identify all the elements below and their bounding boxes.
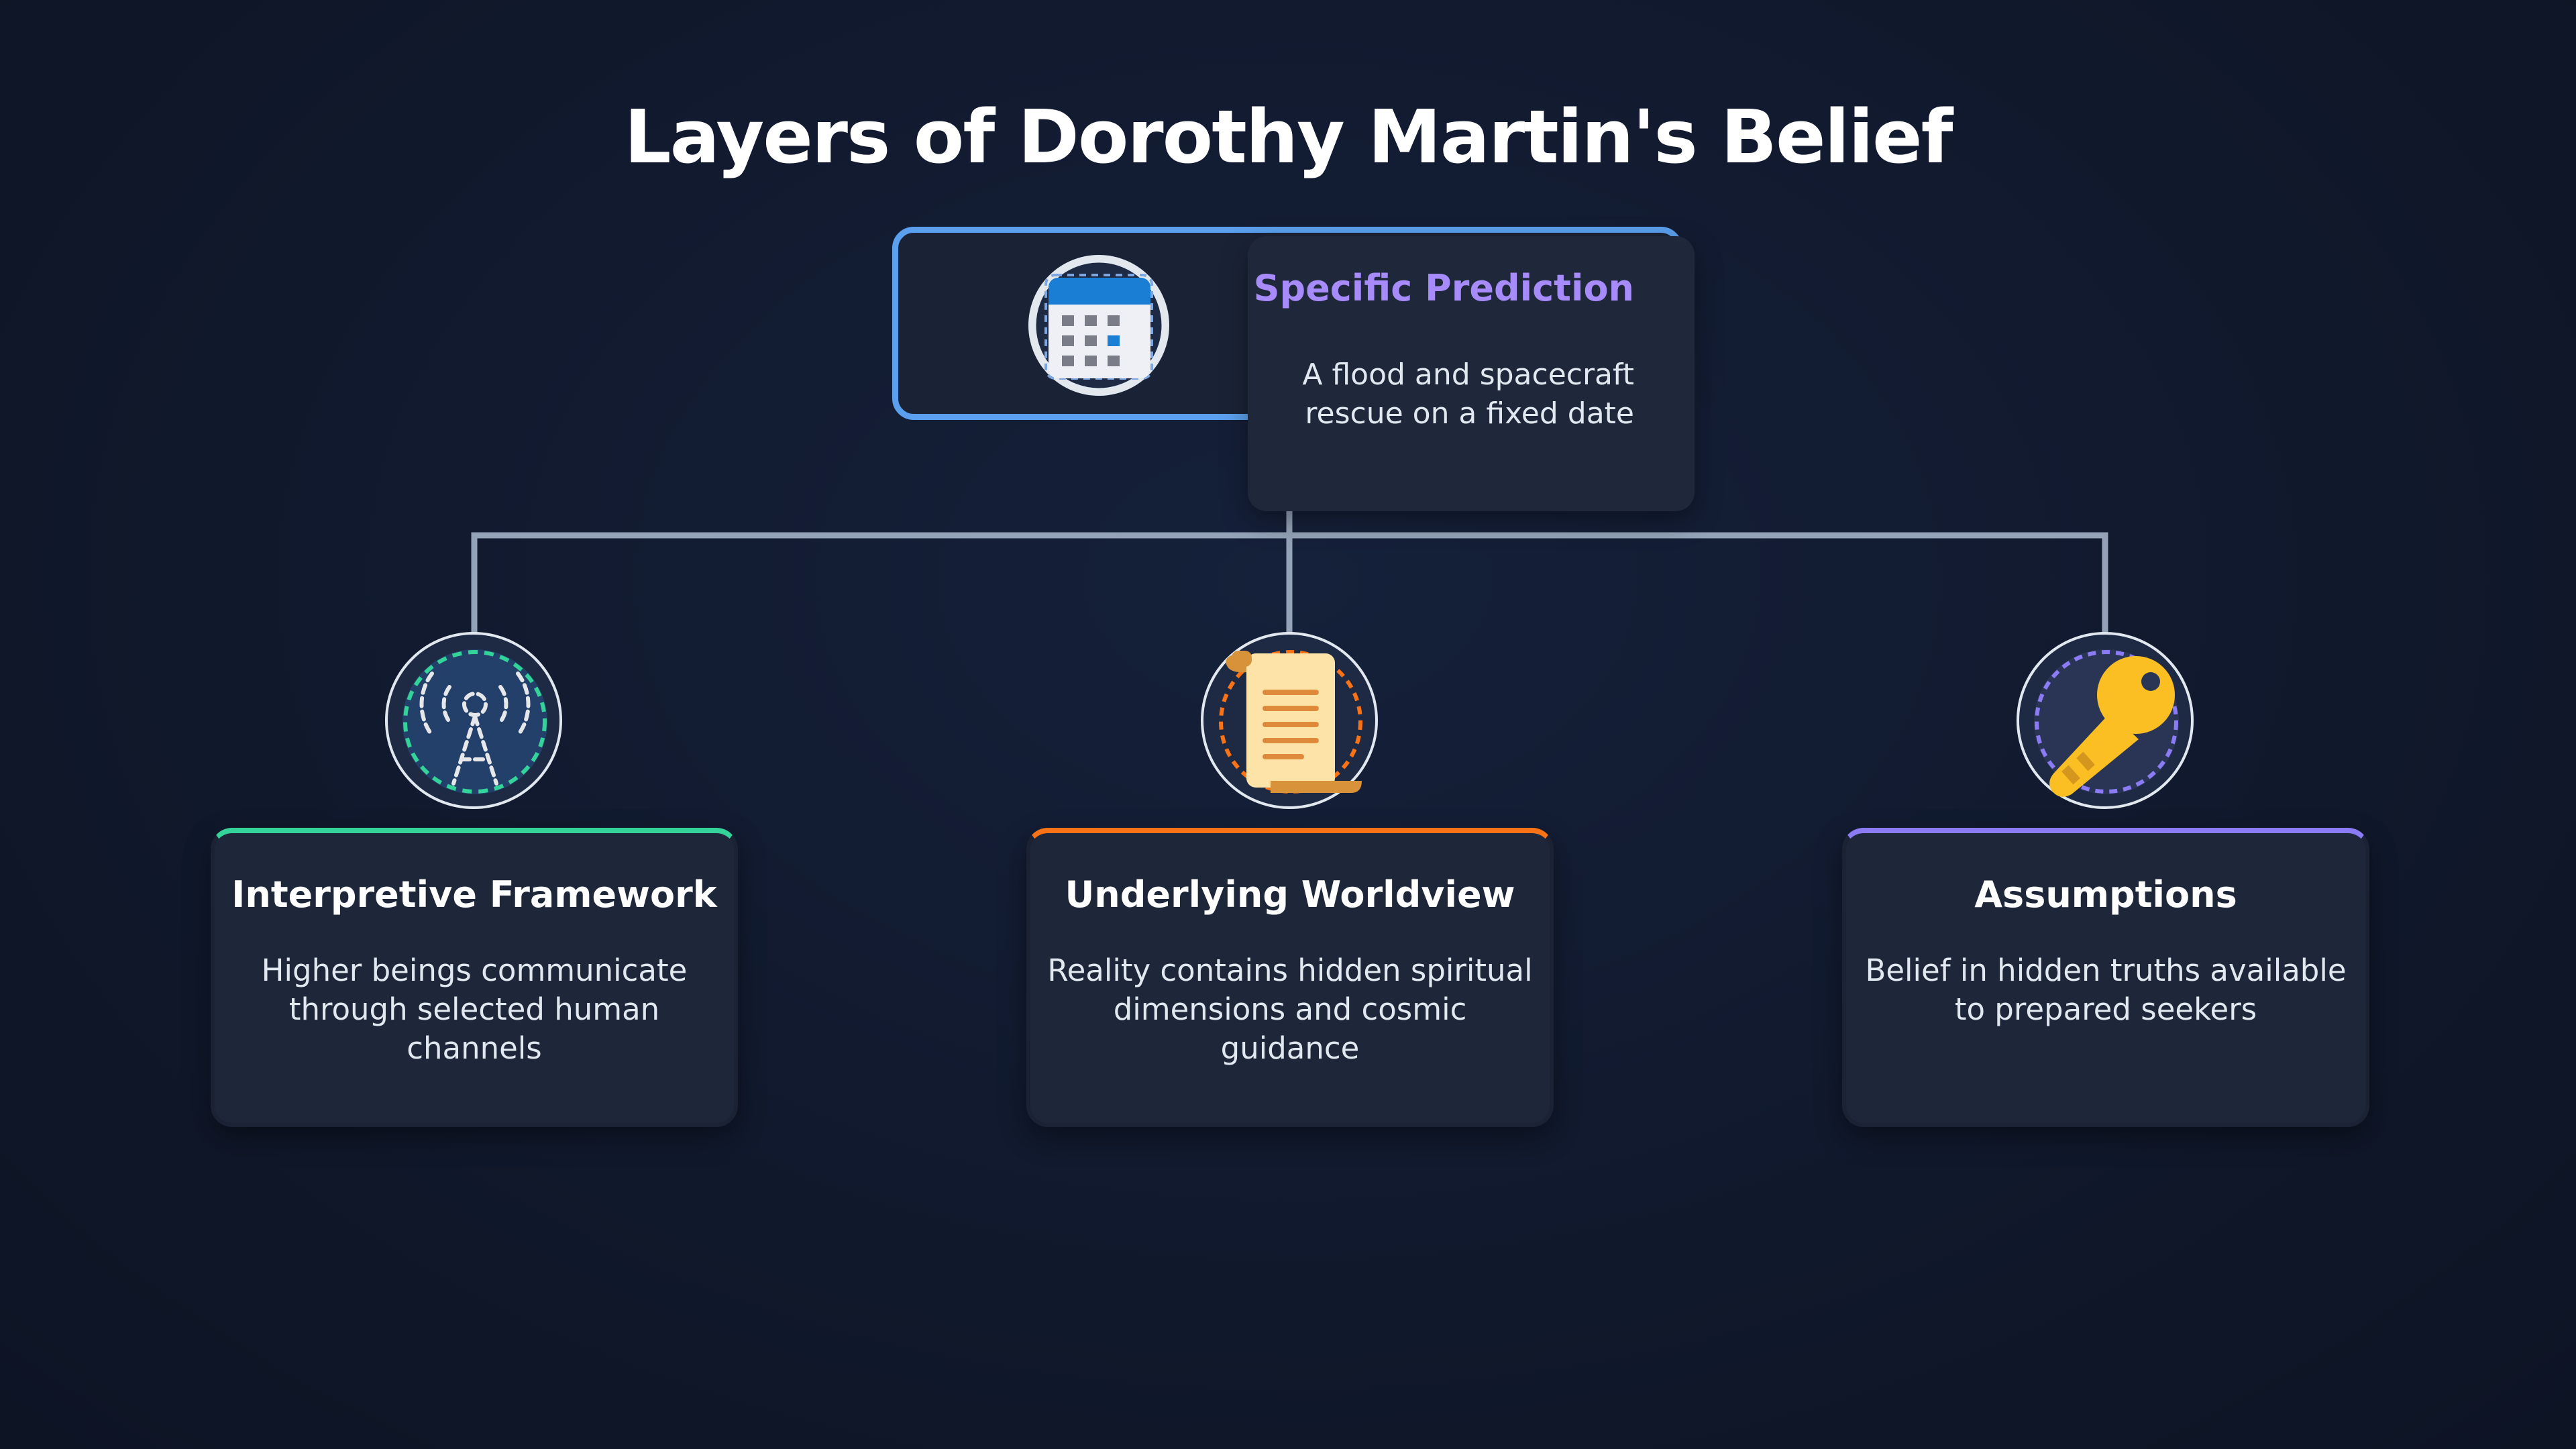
card-assumptions: Assumptions Belief in hidden truths avai… — [1842, 828, 2369, 1127]
scroll-icon-circle — [1201, 632, 1378, 809]
calendar-icon — [1032, 259, 1165, 392]
key-icon-circle — [2017, 632, 2194, 809]
radio-tower-icon-circle — [385, 632, 562, 809]
card-title: Underlying Worldview — [1065, 873, 1515, 916]
card-description: Higher beings communicate through select… — [261, 953, 688, 1066]
card-interpretive-framework: Interpretive Framework Higher beings com… — [211, 828, 738, 1127]
radio-tower-icon — [402, 649, 547, 794]
scroll-icon — [1218, 649, 1363, 794]
card-description: Belief in hidden truths available to pre… — [1865, 953, 2347, 1027]
card-title: Interpretive Framework — [231, 873, 717, 916]
top-node-title: Specific Prediction — [1253, 267, 1634, 309]
key-icon — [2034, 649, 2179, 797]
top-node-description: A flood and spacecraft rescue on a fixed… — [1302, 358, 1634, 431]
calendar-icon-circle — [1028, 255, 1169, 396]
page-title: Layers of Dorothy Martin's Belief — [624, 94, 1953, 180]
top-node-panel — [1248, 236, 1695, 511]
card-description: Reality contains hidden spiritual dimens… — [1047, 953, 1533, 1066]
card-title: Assumptions — [1974, 873, 2237, 916]
card-underlying-worldview: Underlying Worldview Reality contains hi… — [1026, 828, 1554, 1127]
